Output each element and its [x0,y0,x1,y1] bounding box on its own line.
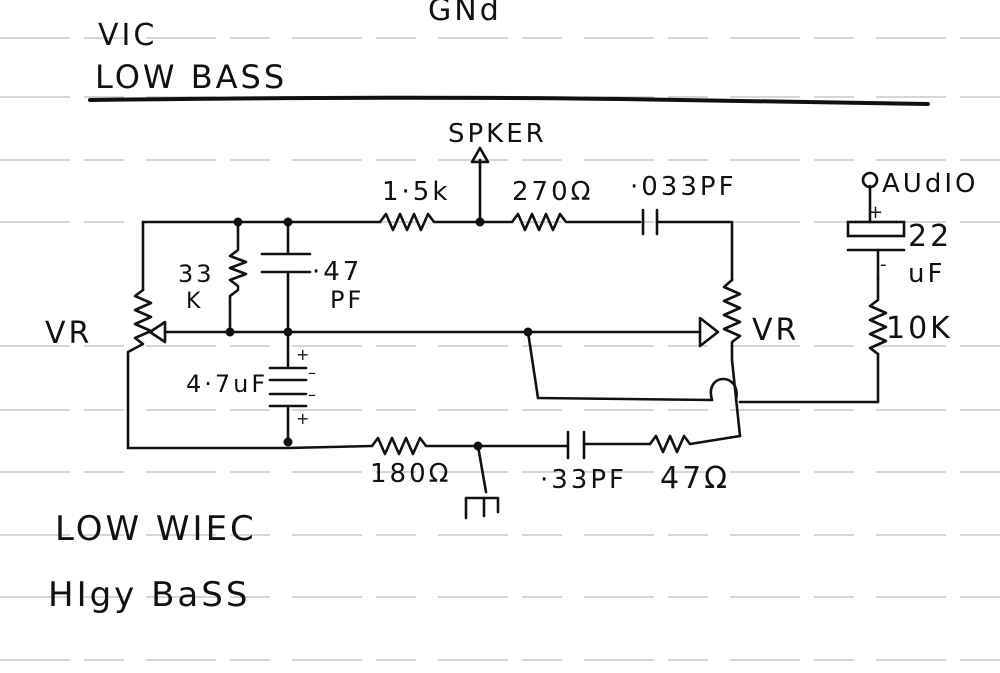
wire-right-down [730,358,742,438]
wire-bottom-left [126,444,374,450]
cap-47uf-minus-sign: – [308,363,316,382]
cap-47uf-plus-sign: + [296,345,309,364]
wire-crossover-hop [709,377,738,402]
cap-47uf-minus-sign-2: – [308,385,316,404]
resistor-180 [370,436,480,456]
junction-dots [225,217,533,451]
cap-47uf-plus-sign-2: + [296,409,309,428]
ground-stem [476,444,488,494]
label-1-5k: 1·5k [382,177,450,207]
label-270: 270Ω [512,177,594,207]
label-audio: AUdIO [882,169,978,199]
cap-22uf-minus-sign: - [880,254,887,275]
label-vr-left: VR [45,316,92,351]
resistor-33k [228,220,248,334]
audio-input-terminal [861,171,879,189]
header-divider [88,95,930,106]
vr-right-wiper-arrow [698,316,720,348]
junction-dot [283,327,293,337]
wire-to-audio [738,352,880,404]
resistor-270 [478,212,642,232]
label-33k-unit: K [186,289,203,314]
junction-dot [283,437,293,447]
label-vr-right: VR [752,313,799,348]
junction-dot [225,327,235,337]
junction-dot [283,217,293,227]
wire-top-right [655,220,734,282]
resistor-47 [648,434,742,454]
ground-symbol [464,496,500,520]
label-033pf-top: ·033PF [630,172,737,202]
wire-right-loop [526,330,714,402]
speaker-arrow [470,146,490,164]
header-vic: VIC [98,18,157,53]
label-33: 33 [178,260,215,288]
label-047: ·47 [312,257,362,287]
vr-right-resistor [722,278,742,362]
label-047-unit: PF [330,286,364,314]
label-22-unit: uF [908,259,945,289]
junction-dot [473,441,483,451]
circuit-wires: + – – + + - [126,146,906,520]
footer-high-bass: HIgy BaSS [48,575,250,615]
vr-left-resistor [126,288,153,450]
resistor-1-5k [378,212,482,232]
label-22: 22 [908,219,952,254]
cap-22uf-plus-sign: + [868,202,883,223]
junction-dot [475,217,485,227]
label-33pf-bottom: ·33PF [540,465,627,495]
label-47uf: 4·7uF [186,370,268,398]
label-180: 180Ω [370,459,452,489]
vr-left-wiper-arrow [148,320,167,344]
label-speaker: SPKER [448,119,547,149]
label-10k: 10K [886,311,953,346]
resistor-10k [868,276,888,356]
header-low-bass: LOW BASS [95,58,287,96]
cap-22uf-plate-b [846,220,906,238]
junction-dot [523,327,533,337]
label-47: 47Ω [660,461,730,496]
footer-low-wiec: LOW WIEC [55,509,257,549]
junction-dot [233,217,243,227]
header-gnd: GNd [428,0,502,28]
